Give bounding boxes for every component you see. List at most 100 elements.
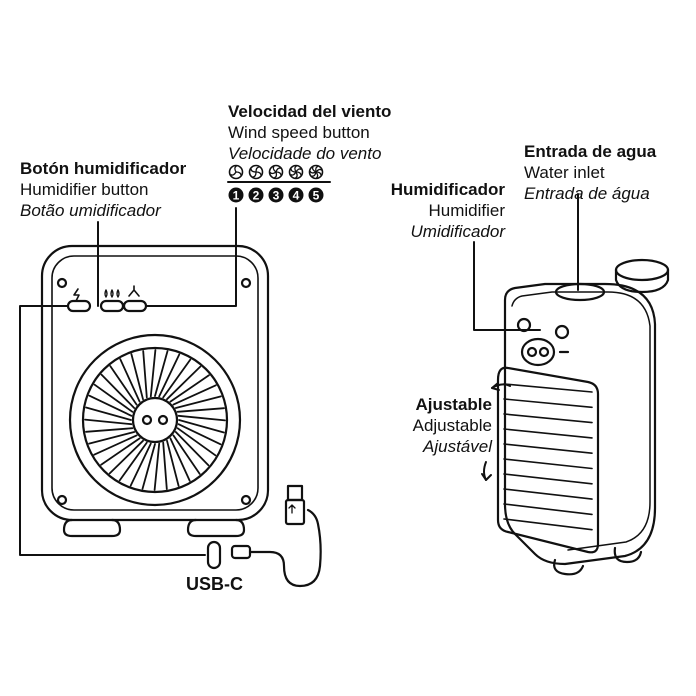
fan-spoke <box>158 353 181 398</box>
speed-number: 4 <box>293 189 300 203</box>
fan-spoke <box>119 358 141 403</box>
speed-number: 5 <box>313 189 320 203</box>
louvre-slat <box>503 413 593 424</box>
fan-spoke <box>162 358 192 399</box>
label-pt: Velocidade do vento <box>228 144 382 163</box>
label-en: Adjustable <box>412 416 492 435</box>
louvre-slat <box>503 473 593 485</box>
fan-spoke <box>88 394 133 417</box>
fan-spoke <box>118 441 148 482</box>
louvre-slat <box>503 503 593 516</box>
louvre-slats <box>503 383 593 531</box>
fan-spoke <box>88 431 136 445</box>
fan-spoke <box>176 427 217 457</box>
speed-number-badge <box>308 187 324 203</box>
power-button[interactable] <box>66 299 92 313</box>
fan-spoke <box>166 439 180 487</box>
speed-number: 2 <box>253 189 260 203</box>
label-pt: Ajustável <box>423 437 492 456</box>
front-body-inner <box>51 255 259 511</box>
fan-outer-ring <box>68 333 242 507</box>
speed-number-badge <box>268 187 284 203</box>
side-foot <box>553 558 585 576</box>
fan-icon <box>128 285 140 297</box>
water-inlet-opening <box>554 282 606 302</box>
label-adjustable: Ajustable Adjustable Ajustável <box>380 394 492 457</box>
front-device <box>40 244 270 538</box>
fan-speed-icon <box>268 164 284 180</box>
fan-spoke <box>85 427 134 433</box>
power-icon <box>73 288 80 302</box>
speed-number-badge <box>288 187 304 203</box>
nozzle-hole <box>538 346 550 358</box>
screw <box>240 277 252 289</box>
louvre-slat <box>503 458 593 470</box>
label-en: Humidifier <box>428 201 505 220</box>
humidifier-button[interactable] <box>99 299 125 313</box>
fan-spoke <box>129 442 152 487</box>
speed-number-badge <box>228 187 244 203</box>
label-en: Water inlet <box>524 163 605 182</box>
fan-spoke <box>154 350 169 397</box>
fan-speed-icon <box>288 164 304 180</box>
screw <box>56 277 68 289</box>
fan-grille-ring <box>81 346 229 494</box>
label-humidifier-button: Botón humidificador Humidifier button Bo… <box>20 158 186 221</box>
louvre-slat <box>503 398 593 409</box>
usb-c-port-icon <box>206 540 222 570</box>
front-foot <box>62 518 122 538</box>
fan-spoke <box>142 350 148 399</box>
leader-usbc <box>19 305 206 556</box>
speed-number-badge <box>248 187 264 203</box>
side-body-inner <box>511 291 651 551</box>
fan-spoke <box>93 434 138 456</box>
fan-speed-icon <box>308 164 324 180</box>
water-inlet-lid <box>614 258 670 294</box>
fan-speed-icon <box>228 164 244 180</box>
humidifier-nozzle <box>520 337 556 367</box>
label-humidifier: Humidificador Humidifier Umidificador <box>350 179 505 242</box>
label-wind-speed: Velocidad del viento Wind speed button V… <box>228 101 391 164</box>
fan-spoke <box>84 418 133 426</box>
humidifier-drops-icon <box>104 289 120 298</box>
fan-spoke <box>85 406 132 421</box>
label-usbc: USB-C <box>186 574 243 594</box>
wind-speed-button[interactable] <box>122 299 148 313</box>
label-en: Wind speed button <box>228 123 370 142</box>
screw <box>56 494 68 506</box>
fan-grille-spokes <box>84 349 226 491</box>
louvre-slat <box>503 488 593 500</box>
front-body-outline <box>40 244 270 522</box>
screw <box>240 494 252 506</box>
fan-spoke <box>166 365 202 401</box>
fan-spoke <box>108 439 144 475</box>
louvre-slat <box>503 428 593 439</box>
fan-spoke <box>174 431 210 467</box>
adjustable-louvre-frame[interactable] <box>496 366 600 554</box>
label-es: Botón humidificador <box>20 159 187 178</box>
louvre-slat <box>503 518 593 531</box>
label-water-inlet: Entrada de agua Water inlet Entrada de á… <box>524 141 656 204</box>
fan-spoke <box>177 414 226 422</box>
front-foot <box>186 518 246 538</box>
fan-spoke <box>141 443 156 490</box>
fan-spoke <box>169 374 210 403</box>
fan-spoke <box>153 442 161 491</box>
fan-spoke <box>100 437 141 466</box>
hub-hole <box>141 414 153 426</box>
fan-speed-icon <box>248 164 264 180</box>
adjustable-arrow-icon <box>481 382 511 481</box>
fan-spoke <box>174 395 222 409</box>
label-en: Humidifier button <box>20 180 149 199</box>
label-es: Velocidad del viento <box>228 102 392 121</box>
fan-spoke <box>100 373 136 409</box>
hub-hole <box>157 414 169 426</box>
speed-number: 1 <box>233 189 240 203</box>
fan-spoke <box>93 383 134 413</box>
side-foot <box>613 546 643 564</box>
side-knob <box>554 324 570 340</box>
fan-hub <box>131 396 179 444</box>
fan-spoke <box>109 365 138 406</box>
